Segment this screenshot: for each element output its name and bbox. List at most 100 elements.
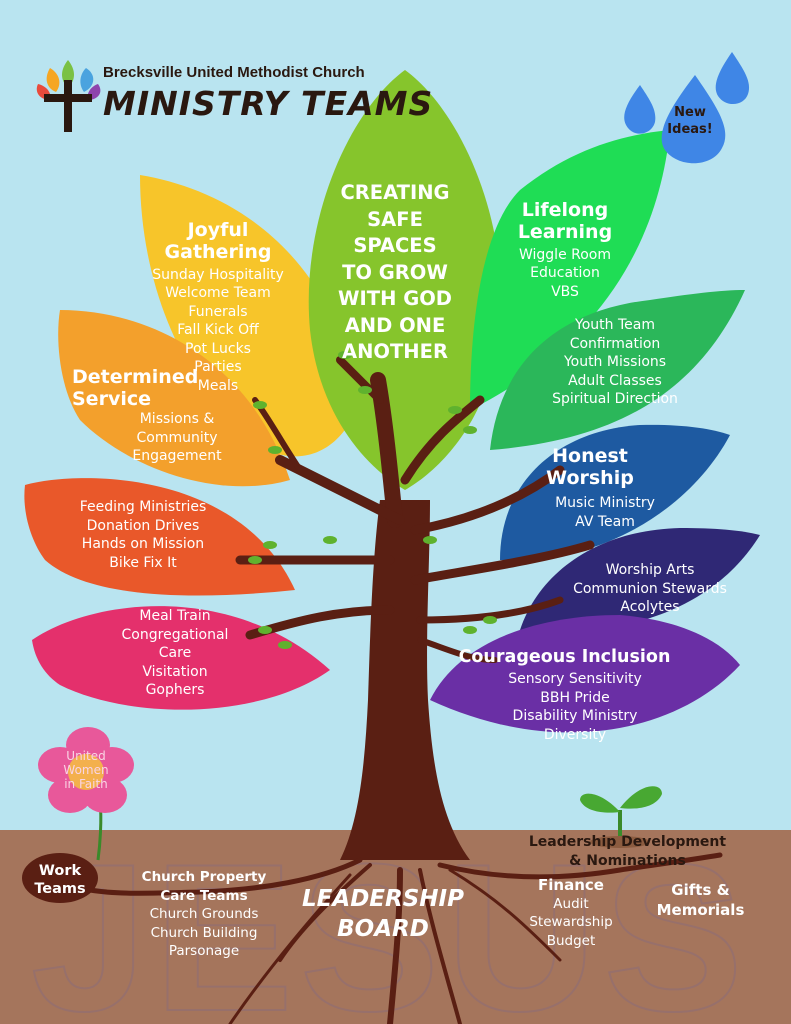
property-title-line: Church Property — [141, 869, 267, 885]
flower-label-line: United — [66, 749, 106, 763]
finance-item: Budget — [546, 932, 596, 949]
work-teams-line: Work — [38, 863, 82, 879]
center-line: WITH GOD — [338, 287, 452, 310]
leaf-courageous-inclusion — [430, 615, 740, 733]
care-item: Gophers — [145, 682, 205, 698]
worship-title-line: Honest — [552, 445, 628, 467]
leaf-feeding — [24, 478, 295, 596]
worship-item: Music Ministry — [555, 495, 655, 511]
gifts-memorials-label: Gifts & Memorials — [648, 880, 753, 920]
raindrop-small — [624, 85, 656, 134]
church-logo-icon — [36, 60, 101, 132]
raindrop-label-line: Ideas! — [667, 122, 713, 137]
joyful-item: Sunday Hospitality — [152, 266, 284, 283]
inclusion-item: Diversity — [543, 726, 607, 743]
flower-label-line: Women — [63, 763, 109, 777]
joyful-item: Funerals — [188, 303, 248, 320]
finance-title: Finance — [538, 876, 604, 894]
leadership-dev-label: Leadership Development & Nominations — [505, 833, 750, 871]
gifts-line: Gifts & — [671, 881, 730, 899]
joyful-item: Welcome Team — [165, 285, 271, 302]
small-leaves — [248, 351, 497, 649]
joyful-item: Meals — [197, 377, 239, 394]
care-item: Care — [158, 645, 192, 661]
leadership-dev-line: Leadership Development — [528, 834, 727, 850]
leadership-board: LEADERSHIP BOARD — [288, 884, 478, 944]
center-line: ANOTHER — [342, 340, 448, 363]
care-item: Congregational — [121, 626, 229, 643]
inclusion-title: Courageous Inclusion — [458, 647, 671, 667]
feeding-items: Feeding Ministries Donation Drives Hands… — [58, 498, 228, 572]
inclusion-items: Sensory Sensitivity BBH Pride Disability… — [490, 670, 660, 744]
courageous-inclusion-group: Courageous Inclusion — [442, 647, 687, 667]
work-teams-label: Work Teams — [24, 862, 96, 898]
flower-label: United Women in Faith — [48, 749, 124, 791]
center-line: SAFE — [367, 207, 423, 231]
worship-item: AV Team — [575, 513, 635, 530]
raindrop-label: New Ideas! — [662, 104, 718, 138]
youth-item: Confirmation — [569, 335, 661, 352]
feeding-item: Feeding Ministries — [79, 499, 207, 515]
care-item: Meal Train — [139, 608, 211, 624]
center-line: AND ONE — [344, 313, 446, 337]
arts-item: Communion Stewards — [573, 580, 727, 597]
work-teams-blob — [22, 853, 98, 903]
joyful-item: Fall Kick Off — [177, 322, 259, 339]
inclusion-item: BBH Pride — [540, 689, 610, 706]
leaf-honest-worship — [500, 424, 730, 561]
property-item: Church Building — [150, 924, 258, 941]
determined-item: Missions & — [139, 411, 215, 427]
leaf-youth — [490, 290, 745, 450]
determined-item: Engagement — [132, 448, 222, 464]
leadership-board-line: LEADERSHIP — [302, 886, 464, 912]
leaf-joyful-gathering — [140, 175, 360, 457]
lifelong-title-line: Learning — [517, 220, 613, 243]
worship-title-line: Worship — [546, 466, 634, 489]
finance-item: Stewardship — [529, 914, 613, 930]
church-property-group: Church Property Care Teams Church Ground… — [130, 868, 278, 961]
feeding-item: Bike Fix It — [109, 554, 177, 571]
determined-title-line: Service — [72, 387, 151, 410]
work-teams-line: Teams — [34, 881, 86, 897]
inclusion-item: Sensory Sensitivity — [508, 671, 642, 687]
sprout — [580, 786, 662, 848]
arts-item: Worship Arts — [605, 562, 695, 578]
leaf-worship-arts — [520, 528, 760, 632]
center-line: TO GROW — [342, 260, 448, 284]
center-line: CREATING — [340, 181, 450, 204]
care-item: Visitation — [142, 663, 208, 680]
lifelong-item: Education — [530, 265, 600, 282]
finance-item: Audit — [553, 895, 589, 912]
joyful-title-line: Joyful — [187, 219, 249, 241]
youth-item: Spiritual Direction — [552, 391, 678, 407]
youth-items: Youth Team Confirmation Youth Missions A… — [530, 316, 700, 409]
determined-title-line: Determined — [72, 366, 199, 388]
honest-worship-group: Honest Worship — [530, 445, 650, 490]
determined-title: Determined Service — [72, 366, 199, 411]
lifelong-title-line: Lifelong — [521, 199, 609, 221]
joyful-item: Pot Lucks — [185, 340, 251, 357]
determined-item: Community — [136, 429, 218, 446]
inclusion-item: Disability Ministry — [512, 708, 638, 724]
center-message: CREATING SAFE SPACES TO GROW WITH GOD AN… — [320, 180, 470, 366]
tree-roots — [87, 852, 723, 1024]
determined-items: Missions & Community Engagement — [102, 410, 252, 466]
center-line: SPACES — [353, 234, 437, 257]
page-title: MINISTRY TEAMS — [103, 84, 434, 123]
leadership-board-line: BOARD — [337, 916, 429, 942]
raindrop-label-line: New — [674, 105, 706, 120]
flower-label-line: in Faith — [64, 777, 108, 791]
joyful-item: Parties — [194, 359, 242, 376]
youth-item: Youth Missions — [563, 354, 667, 370]
property-item: Church Grounds — [149, 906, 259, 922]
care-items: Meal Train Congregational Care Visitatio… — [100, 607, 250, 700]
leaf-determined-service — [58, 310, 291, 487]
leadership-dev-line: & Nominations — [569, 853, 686, 869]
arts-items: Worship Arts Communion Stewards Acolytes — [555, 561, 745, 617]
worship-items: Music Ministry AV Team — [535, 494, 675, 531]
raindrop-large — [661, 75, 726, 164]
feeding-item: Hands on Mission — [81, 536, 205, 552]
tree-trunk — [340, 500, 470, 860]
